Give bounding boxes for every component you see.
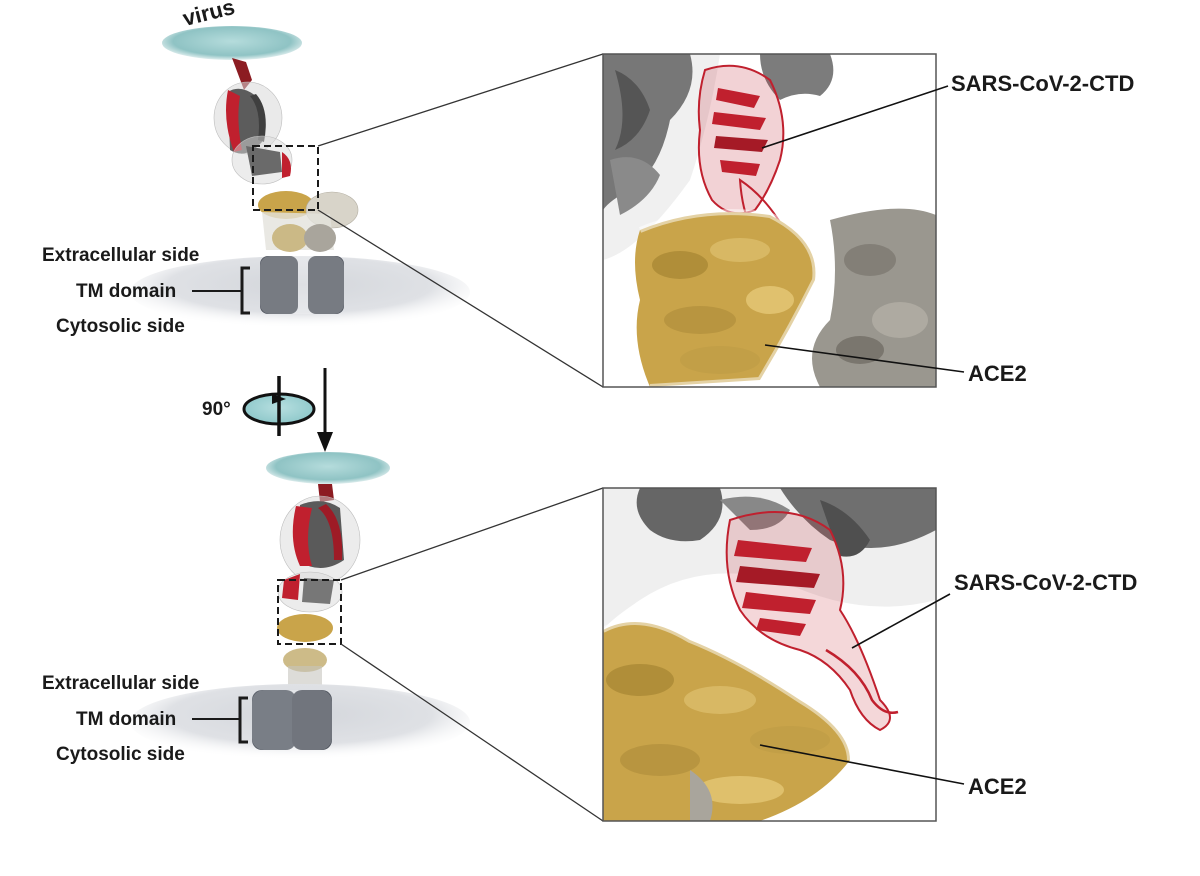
top-ctd-leader: [761, 85, 949, 149]
bottom-ace2-label: ACE2: [968, 774, 1027, 799]
top-ctd-label: SARS-CoV-2-CTD: [951, 71, 1135, 96]
top-zoom-line-upper: [317, 53, 604, 147]
bottom-ctd-leader: [851, 593, 951, 649]
top-extracellular-label: Extracellular side: [42, 245, 200, 266]
top-zoom-frame: [602, 53, 937, 388]
bottom-tm-domain: [252, 690, 332, 750]
top-zoom-panel: [602, 53, 937, 388]
bottom-zoom-line-upper: [340, 487, 604, 581]
top-cell-membrane: [130, 256, 470, 328]
bottom-zoom-ctd-structure: [725, 511, 899, 732]
top-ace2-leader: [764, 344, 965, 373]
bottom-zoom-line-lower: [340, 643, 604, 822]
down-arrow: [317, 368, 333, 452]
top-zoom-ace2-structure: [635, 209, 819, 387]
rotation-icon: [242, 376, 316, 436]
top-tm-label: TM domain: [76, 281, 177, 302]
top-cytosolic-label: Cytosolic side: [56, 316, 185, 337]
top-ace2-protein: [258, 191, 359, 252]
bottom-zoom-ace2-structure: [603, 619, 853, 821]
bottom-zoom-panel: [602, 487, 937, 822]
bottom-tm-label: TM domain: [76, 709, 177, 730]
bottom-spike-protein: [277, 484, 361, 613]
bottom-zoom-frame: [602, 487, 937, 822]
bottom-virus-membrane: [266, 452, 390, 484]
top-ace2-label: ACE2: [968, 361, 1027, 386]
top-zoom-grey-chain: [812, 208, 936, 387]
top-spike-protein: [213, 58, 293, 185]
top-tm-domain: [260, 256, 344, 314]
top-virus-membrane: [162, 26, 302, 60]
bottom-cytosolic-label: Cytosolic side: [56, 744, 185, 765]
bottom-ace2-protein: [277, 614, 333, 690]
top-zoom-ctd-structure: [697, 64, 792, 245]
bottom-ace2-leader: [759, 744, 965, 785]
top-selection-box: [252, 145, 319, 211]
top-zoom-line-lower: [317, 209, 604, 388]
bottom-selection-box: [277, 579, 342, 645]
bottom-structure: [130, 452, 470, 760]
top-structure: [130, 26, 470, 328]
rotation-angle-label: 90°: [202, 399, 231, 420]
bottom-extracellular-label: Extracellular side: [42, 673, 200, 694]
bottom-ctd-label: SARS-CoV-2-CTD: [954, 570, 1138, 595]
